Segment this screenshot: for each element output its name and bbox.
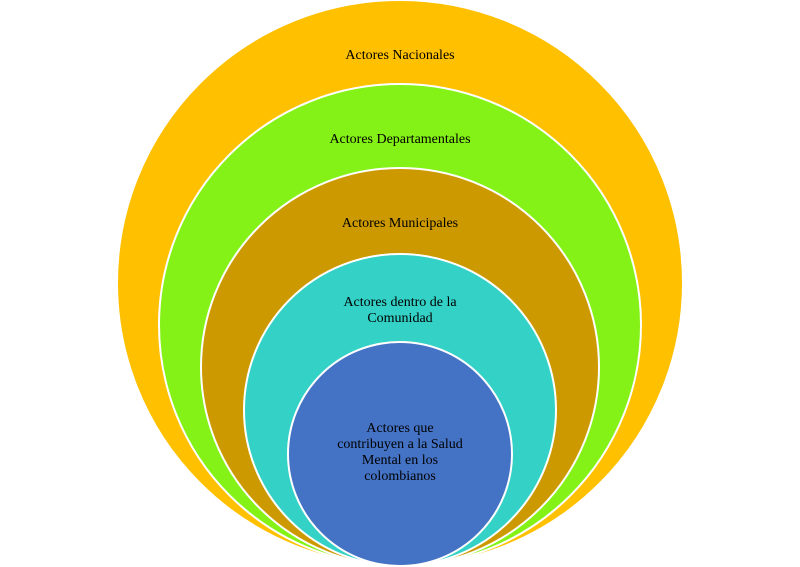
label-line: contribuyen a la Salud	[337, 437, 463, 452]
label-line: Actores que	[366, 421, 434, 436]
ring-core	[287, 341, 513, 567]
label-line: Mental en los	[361, 453, 439, 468]
label-actores-nacionales: Actores Nacionales	[345, 48, 455, 63]
label-actores-municipales: Actores Municipales	[341, 216, 459, 231]
label-actores-comunidad: Actores dentro de la Comunidad	[270, 295, 530, 327]
label-actores-core: Actores que contribuyen a la Salud Menta…	[300, 421, 500, 485]
label-line: Actores dentro de la	[343, 295, 457, 310]
label-line: Comunidad	[367, 311, 433, 326]
label-line: colombianos	[364, 469, 436, 484]
label-actores-departamentales: Actores Departamentales	[329, 132, 471, 147]
